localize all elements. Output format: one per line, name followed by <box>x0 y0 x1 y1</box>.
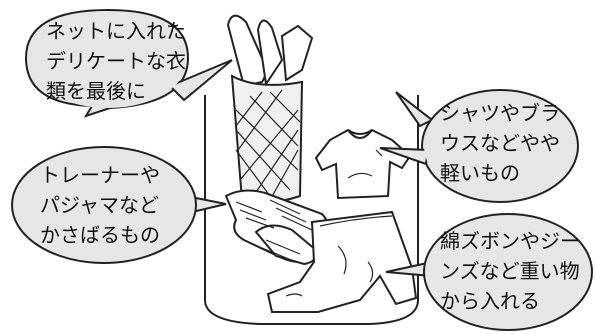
bubble-heavy <box>385 213 593 331</box>
bubble-heavy-line-3: から入れる <box>440 289 540 313</box>
bubble-bulky <box>11 146 227 264</box>
bubble-light-line-1: シャツやブラ <box>440 101 560 125</box>
bubble-delicate <box>24 8 233 118</box>
bubble-delicate-line-1: ネットに入れた <box>46 19 186 43</box>
bubble-bulky-line-1: トレーナーや <box>40 163 160 187</box>
bubble-delicate-line-3: 類を最後に <box>46 79 146 103</box>
bubble-heavy-line-1: 綿ズボンやジー <box>440 229 580 253</box>
bubble-light <box>379 89 579 203</box>
bubble-heavy-line-2: ンズなど重い物 <box>440 259 580 283</box>
jeans-icon <box>266 210 418 313</box>
bubble-bulky-line-3: かさばるもの <box>40 223 160 247</box>
bubble-delicate-line-2: デリケートな衣 <box>46 49 186 73</box>
bubble-bulky-text: トレーナーや パジャマなど かさばるもの <box>40 160 160 250</box>
bubble-heavy-text: 綿ズボンやジー ンズなど重い物 から入れる <box>440 226 580 316</box>
washing-tub-icon <box>204 95 419 325</box>
folded-sweater-icon <box>224 189 328 266</box>
bubble-light-line-2: ウスなどやや <box>440 131 560 155</box>
t-shirt-icon <box>314 128 412 200</box>
bubble-bulky-line-2: パジャマなど <box>40 193 159 217</box>
bubble-light-line-3: 軽いもの <box>440 161 520 185</box>
mesh-laundry-net-icon <box>226 14 314 204</box>
bubble-light-text: シャツやブラ ウスなどやや 軽いもの <box>440 98 560 188</box>
bubble-delicate-text: ネットに入れた デリケートな衣 類を最後に <box>46 16 186 106</box>
